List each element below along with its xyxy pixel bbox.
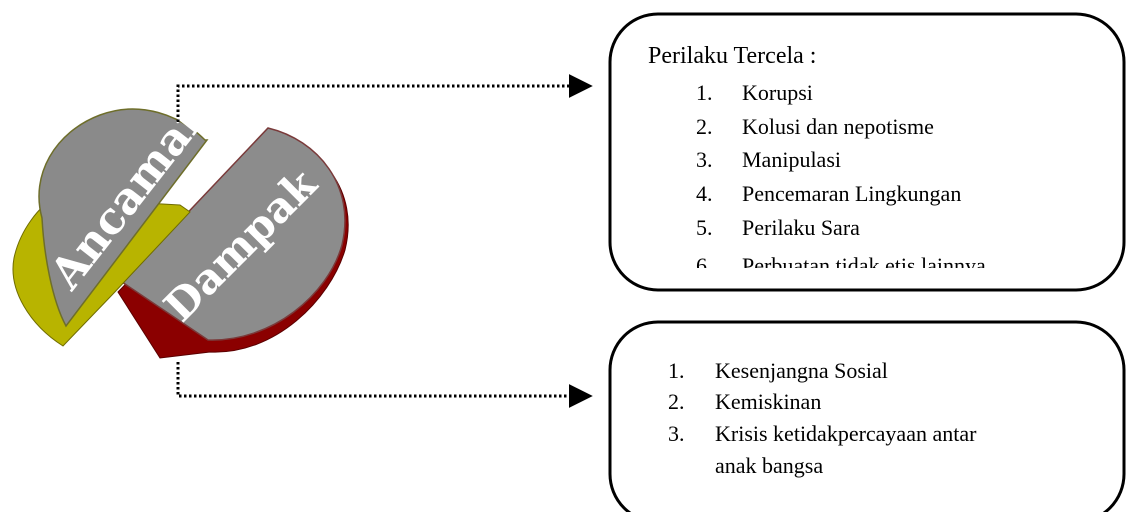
box-top-item-2-num: 2. [696,114,713,139]
box-bottom-item-3-num: 3. [668,421,685,446]
connector-top-arrow [176,74,593,122]
box-bottom-item-1-num: 1. [668,358,685,383]
box-bottom-item-3-continuation: anak bangsa [715,453,823,478]
dampak-shape-face [120,127,346,341]
box-dampak: 1. Kesenjangna Sosial 2. Kemiskinan 3. K… [608,320,1126,512]
box-top-item-1-text: Korupsi [742,80,813,105]
box-top-item-6-text: Perbuatan tidak etis lainnya [742,253,986,278]
shapes-group: Ancaman Dampak [12,87,349,359]
box-top-item-5-text: Perilaku Sara [742,215,860,240]
box-top-item-2-text: Kolusi dan nepotisme [742,114,934,139]
box-bottom-item-2-num: 2. [668,389,685,414]
box-bottom-item-3-text: Krisis ketidakpercayaan antar [715,421,977,446]
box-top-item-4-text: Pencemaran Lingkungan [742,181,961,206]
ancaman-shape-face [38,108,209,328]
box-top-item-1-num: 1. [696,80,713,105]
box-top-item-4-num: 4. [696,181,713,206]
box-top-item-3-num: 3. [696,147,713,172]
connector-bottom-arrow [176,362,593,408]
box-bottom-item-1-text: Kesenjangna Sosial [715,358,888,383]
box-top-title: Perilaku Tercela : [648,43,816,69]
box-top-border [608,12,1126,292]
box-bottom-item-2-text: Kemiskinan [715,389,821,414]
box-bottom-border [608,320,1126,512]
box-top-item-3-text: Manipulasi [742,147,841,172]
box-top-item-5-num: 5. [696,215,713,240]
box-top-item-6-num: 6. [696,253,713,278]
box-perilaku-tercela: Perilaku Tercela : 1. Korupsi 2. Kolusi … [608,12,1126,292]
connectors [176,74,593,408]
